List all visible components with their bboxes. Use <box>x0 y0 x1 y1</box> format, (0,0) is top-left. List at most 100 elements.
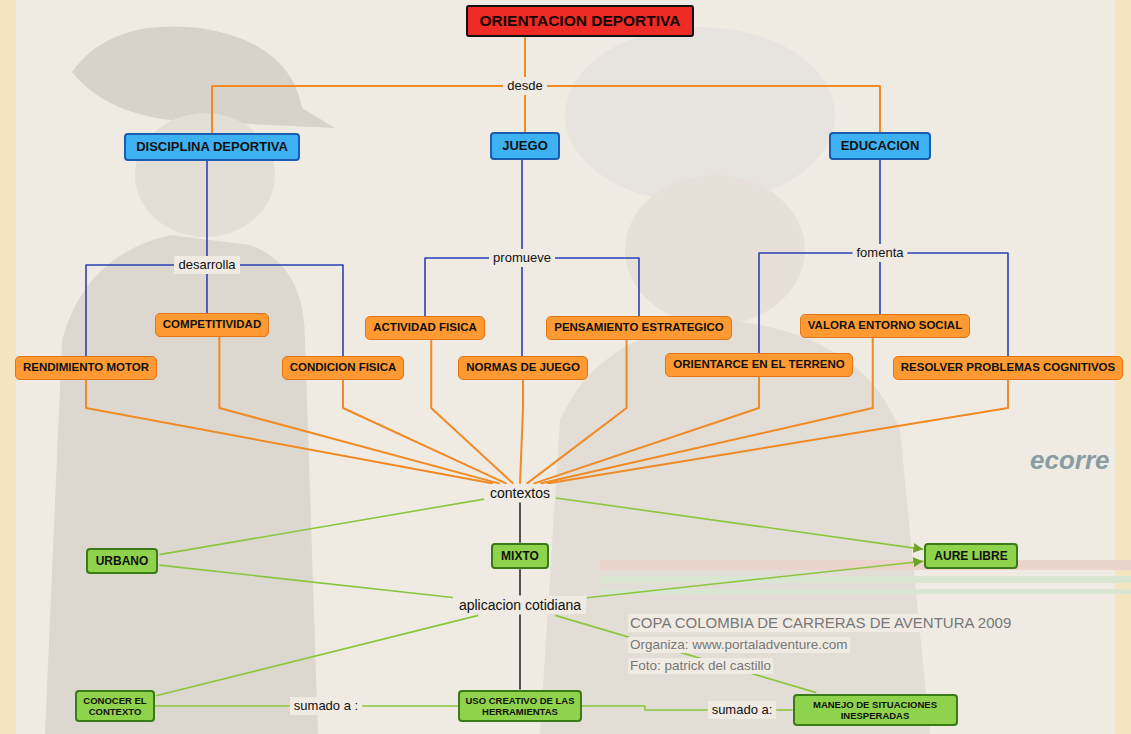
connector <box>555 258 639 316</box>
connector <box>519 502 521 542</box>
connector <box>156 615 478 695</box>
node-text: fomenta <box>857 245 904 261</box>
node-text: sumado a : <box>294 698 358 714</box>
person-face <box>135 113 275 237</box>
concept-box: COMPETITIVIDAD <box>155 313 269 337</box>
node-text: desde <box>507 78 542 94</box>
link-word: sumado a: <box>708 701 777 719</box>
outcome-box: USO CREATIVO DE LAS HERRAMIENTAS <box>458 690 582 723</box>
watermark: Organiza: www.portaladventure.com <box>628 637 850 653</box>
link-word: contextos <box>485 484 555 503</box>
red-stripe <box>600 560 1131 570</box>
outcome-box: MANEJO DE SITUACIONES INESPERADAS <box>793 694 958 727</box>
node-text: USO CREATIVO DE LAS HERRAMIENTAS <box>464 695 576 718</box>
connector <box>879 262 881 314</box>
link-word: desarrolla <box>174 256 239 274</box>
node-text: MIXTO <box>501 549 539 563</box>
node-text: CONOCER EL CONTEXTO <box>81 695 149 718</box>
connector <box>556 498 923 549</box>
node-text: EDUCACION <box>841 138 920 154</box>
context-box: URBANO <box>86 548 159 574</box>
node-text: DISCIPLINA DEPORTIVA <box>136 139 288 155</box>
node-text: URBANO <box>96 554 149 568</box>
connector <box>212 86 503 133</box>
context-box: MIXTO <box>491 543 549 569</box>
connector <box>362 705 458 707</box>
node-text: COMPETITIVIDAD <box>163 318 261 332</box>
concept-box: NORMAS DE JUEGO <box>458 356 588 380</box>
category-box: DISCIPLINA DEPORTIVA <box>124 133 300 161</box>
outcome-box: CONOCER EL CONTEXTO <box>75 690 155 723</box>
node-text: aplicacion cotidiana <box>459 597 581 614</box>
connector <box>524 37 526 77</box>
node-text: NORMAS DE JUEGO <box>466 361 580 375</box>
link-word: sumado a : <box>290 697 362 715</box>
watermark: Foto: patrick del castillo <box>628 658 773 674</box>
connector <box>524 95 526 132</box>
node-text: ORIENTACION DEPORTIVA <box>480 12 681 31</box>
connector <box>540 338 873 484</box>
connector <box>521 160 523 249</box>
connector <box>521 267 523 356</box>
concept-box: RESOLVER PROBLEMAS COGNITIVOS <box>893 356 1123 380</box>
node-text: contextos <box>490 485 550 502</box>
node-text: JUEGO <box>502 138 548 154</box>
node-text: AURE LIBRE <box>934 549 1007 563</box>
concept-box: ACTIVIDAD FISICA <box>365 316 485 340</box>
category-box: JUEGO <box>490 132 560 160</box>
category-box: EDUCACION <box>829 132 932 160</box>
concept-box: RENDIMIENTO MOTOR <box>15 356 157 380</box>
connector <box>206 274 208 313</box>
node-text: PENSAMIENTO ESTRATEGICO <box>554 321 724 335</box>
person-cap <box>72 26 335 128</box>
watermark: COPA COLOMBIA DE CARRERAS DE AVENTURA 20… <box>628 614 1013 632</box>
node-text: VALORA ENTORNO SOCIAL <box>808 319 962 333</box>
node-text: sumado a: <box>712 702 773 718</box>
connector <box>343 380 507 484</box>
cyclist-body <box>540 320 930 734</box>
cyclist-face <box>625 175 805 325</box>
connector <box>155 705 290 707</box>
connector <box>547 86 880 132</box>
connector <box>587 561 923 598</box>
link-word: promueve <box>489 249 555 267</box>
node-text: ORIENTARCE EN EL TERRENO <box>673 358 844 372</box>
concept-box: ORIENTARCE EN EL TERRENO <box>665 353 852 377</box>
connector <box>520 380 523 484</box>
connector <box>582 706 708 710</box>
connector <box>519 614 521 689</box>
connector <box>519 569 521 595</box>
connector <box>240 265 343 356</box>
connector <box>159 565 453 597</box>
connector <box>159 499 484 554</box>
link-word: fomenta <box>853 244 908 262</box>
title-box: ORIENTACION DEPORTIVA <box>466 5 695 38</box>
connector <box>879 160 881 244</box>
concept-box: VALORA ENTORNO SOCIAL <box>800 314 970 338</box>
node-text: MANEJO DE SITUACIONES INESPERADAS <box>799 699 952 722</box>
logo-text: ecorre <box>1030 446 1110 475</box>
link-word: aplicacion cotidiana <box>454 596 586 615</box>
concept-box: PENSAMIENTO ESTRATEGICO <box>546 316 732 340</box>
connector <box>86 380 493 484</box>
node-text: desarrolla <box>178 257 235 273</box>
concept-box: CONDICION FISICA <box>282 356 405 380</box>
connector <box>425 258 489 316</box>
connector <box>776 709 792 711</box>
green-stripe <box>600 589 1131 594</box>
connector <box>907 253 1008 356</box>
node-text: CONDICION FISICA <box>290 361 397 375</box>
connector <box>759 253 853 353</box>
node-text: RENDIMIENTO MOTOR <box>23 361 149 375</box>
connector <box>86 265 174 356</box>
connector <box>206 161 208 256</box>
node-text: RESOLVER PROBLEMAS COGNITIVOS <box>901 361 1115 375</box>
green-stripe <box>600 576 1131 583</box>
link-word: desde <box>503 77 546 95</box>
node-text: promueve <box>493 250 551 266</box>
connector <box>547 380 1008 484</box>
person-body <box>45 235 318 734</box>
photo-ground <box>16 0 1115 734</box>
node-text: ACTIVIDAD FISICA <box>373 321 477 335</box>
